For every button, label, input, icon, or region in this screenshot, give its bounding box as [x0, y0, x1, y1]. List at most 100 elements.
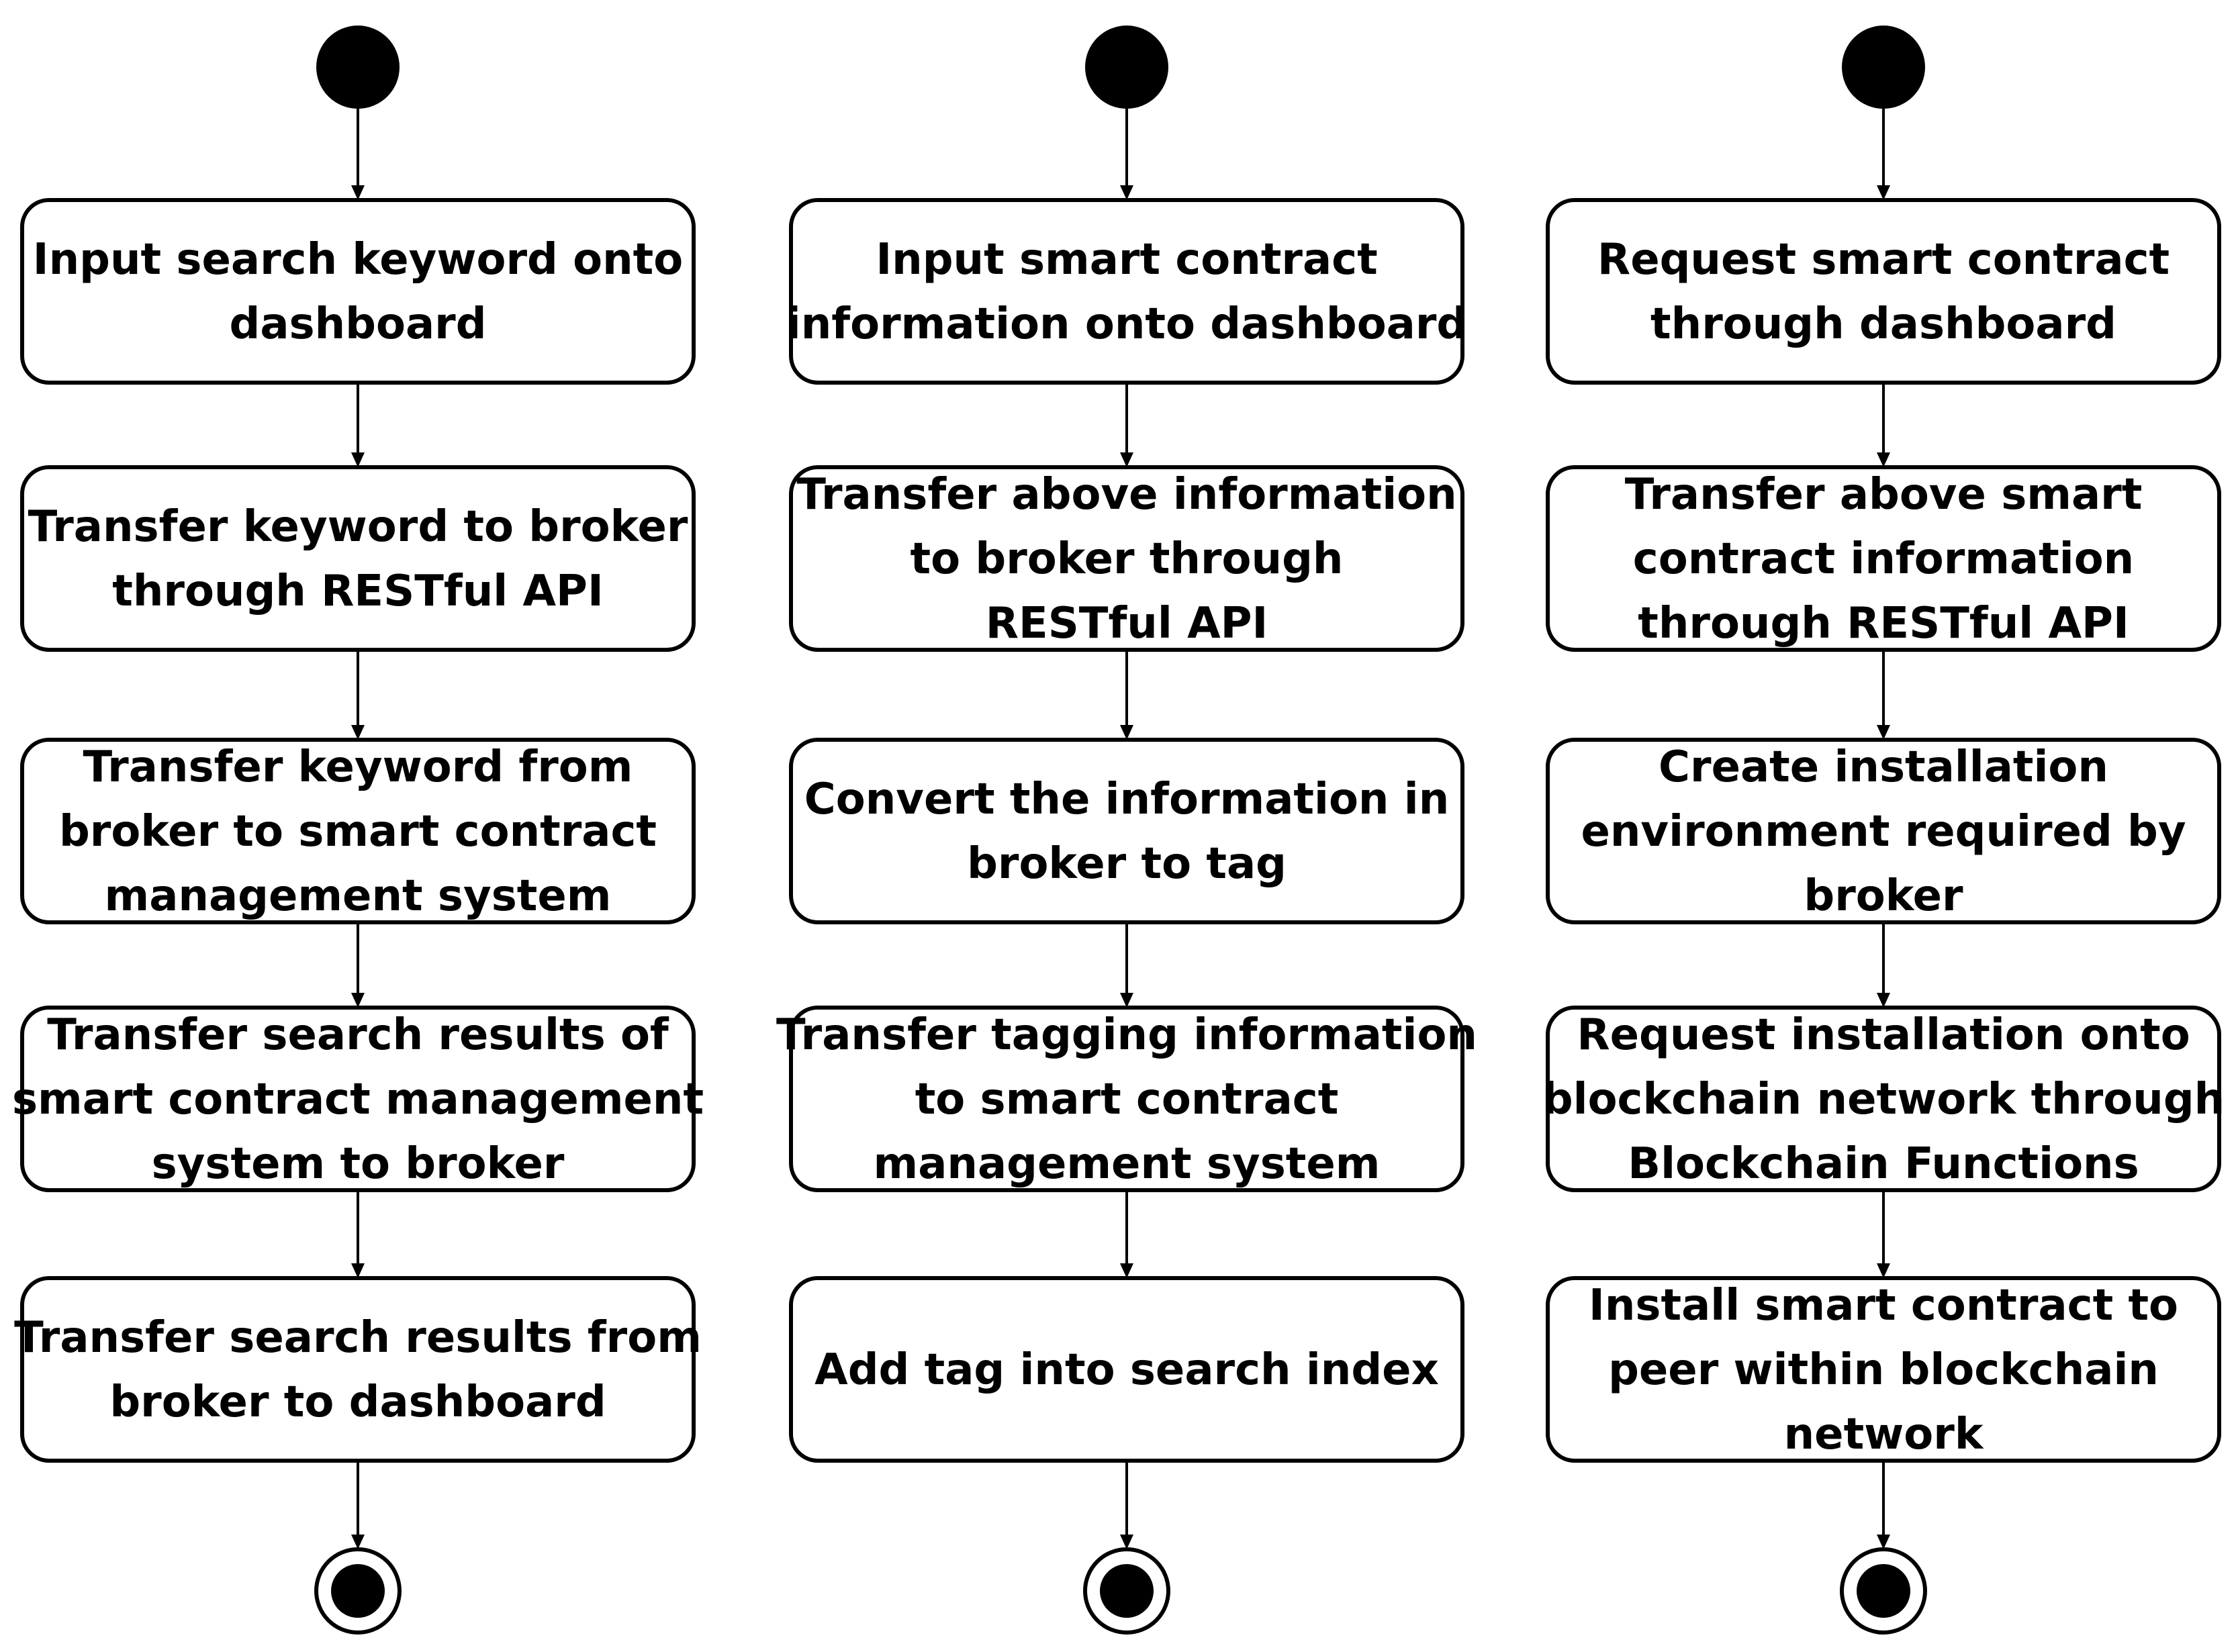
activity-box: [1546, 465, 2221, 652]
arrow-search-2-arrowhead: [351, 725, 365, 740]
activity-label-line: Transfer keyword to broker: [28, 502, 688, 552]
arrow-tagging-2-arrowhead: [1120, 725, 1133, 740]
activity-label-line: through dashboard: [1650, 299, 2116, 349]
activity-box: [789, 738, 1464, 924]
activity-label-line: peer within blockchain: [1608, 1345, 2159, 1395]
activity-node-search-2: Transfer keyword to broker through RESTfu…: [20, 465, 696, 652]
arrow-tagging-1: [1120, 383, 1133, 467]
arrow-installation-start-arrowhead: [1877, 185, 1890, 200]
activity-box: [789, 1276, 1464, 1463]
final-node-dot: [331, 1564, 385, 1618]
activity-node-search-3: Transfer keyword from broker to smart con…: [20, 738, 696, 924]
initial-node-installation: [1842, 26, 1925, 109]
activity-label-line: environment required by: [1581, 807, 2186, 857]
activity-box: [1546, 1006, 2221, 1192]
activity-node-installation-2: Transfer above smart contract information…: [1546, 465, 2221, 652]
activity-label-line: network: [1784, 1410, 1984, 1459]
arrow-installation-start: [1877, 109, 1890, 200]
arrow-tagging-1-arrowhead: [1120, 452, 1133, 467]
arrow-tagging-2: [1120, 650, 1133, 740]
arrow-installation-4-arrowhead: [1877, 1263, 1890, 1278]
activity-box: [20, 738, 696, 924]
activity-label-line: management system: [874, 1139, 1381, 1189]
edges: [351, 109, 1890, 1549]
arrow-installation-2: [1877, 650, 1890, 740]
activity-label-line: Add tag into search index: [814, 1345, 1439, 1395]
arrow-tagging-start: [1120, 109, 1133, 200]
arrow-tagging-start-arrowhead: [1120, 185, 1133, 200]
arrow-installation-4: [1877, 1190, 1890, 1278]
activity-label-line: Install smart contract to: [1589, 1281, 2178, 1330]
activity-label-line: Input smart contract: [876, 235, 1377, 285]
activity-label-line: management system: [105, 871, 612, 921]
arrow-installation-2-arrowhead: [1877, 725, 1890, 740]
arrow-tagging-end-arrowhead: [1120, 1535, 1133, 1549]
activity-box: [1546, 738, 2221, 924]
arrow-installation-end-arrowhead: [1877, 1535, 1890, 1549]
arrow-tagging-4-arrowhead: [1120, 1263, 1133, 1278]
activity-box: [20, 1006, 696, 1192]
activity-label-line: broker to smart contract: [59, 807, 657, 857]
activity-label-line: to smart contract: [915, 1075, 1339, 1124]
arrow-search-start-arrowhead: [351, 185, 365, 200]
activity-label-line: broker: [1804, 871, 1963, 921]
activity-label-line: Transfer search results from: [14, 1313, 702, 1363]
activity-label-line: blockchain network through: [1542, 1075, 2225, 1124]
activity-label-line: Transfer above smart: [1625, 470, 2143, 520]
final-node-dot: [1100, 1564, 1154, 1618]
arrow-tagging-3: [1120, 922, 1133, 1008]
arrow-search-1: [351, 383, 365, 467]
activity-node-search-4: Transfer search results of smart contract…: [12, 1006, 704, 1192]
arrow-installation-3: [1877, 922, 1890, 1008]
final-node-installation: [1840, 1547, 1927, 1635]
activity-label-line: system to broker: [152, 1139, 565, 1189]
activity-label-line: broker to tag: [967, 839, 1287, 889]
activity-node-tagging-3: Convert the information in broker to tag: [789, 738, 1464, 924]
activity-box: [789, 1006, 1464, 1192]
initial-node-search: [316, 26, 400, 109]
arrow-tagging-4: [1120, 1190, 1133, 1278]
activity-box: [1546, 198, 2221, 385]
activity-box: [20, 465, 696, 652]
activity-label-line: through RESTful API: [1638, 599, 2129, 648]
activity-label-line: Transfer search results of: [47, 1010, 669, 1060]
arrow-search-3: [351, 922, 365, 1008]
activity-label-line: information onto dashboard: [786, 299, 1467, 349]
arrow-search-2: [351, 650, 365, 740]
activity-label-line: Input search keyword onto: [33, 235, 683, 285]
activity-label-line: Convert the information in: [804, 775, 1450, 824]
final-node-dot: [1857, 1564, 1910, 1618]
activity-label-line: Create installation: [1659, 742, 2108, 792]
arrow-installation-end: [1877, 1461, 1890, 1549]
activity-label-line: Request installation onto: [1577, 1010, 2190, 1060]
final-node-search: [314, 1547, 402, 1635]
activity-label-line: contract information: [1633, 534, 2134, 584]
nodes: Input search keyword onto dashboardTransf…: [12, 26, 2225, 1635]
initial-node-tagging: [1085, 26, 1168, 109]
arrow-installation-3-arrowhead: [1877, 993, 1890, 1008]
activity-label-line: dashboard: [230, 299, 487, 349]
arrow-tagging-end: [1120, 1461, 1133, 1549]
arrow-search-1-arrowhead: [351, 452, 365, 467]
activity-box: [20, 198, 696, 385]
arrow-search-4: [351, 1190, 365, 1278]
arrow-search-end: [351, 1461, 365, 1549]
arrow-search-start: [351, 109, 365, 200]
activity-label-line: RESTful API: [986, 599, 1268, 648]
activity-label-line: Transfer above information: [796, 470, 1456, 520]
activity-label-line: Transfer keyword from: [83, 742, 633, 792]
activity-label-line: smart contract management: [12, 1075, 704, 1124]
activity-box: [1546, 1276, 2221, 1463]
activity-node-installation-5: Install smart contract to peer within blo…: [1546, 1276, 2221, 1463]
activity-node-search-1: Input search keyword onto dashboard: [20, 198, 696, 385]
activity-node-installation-3: Create installation environment required …: [1546, 738, 2221, 924]
activity-box: [20, 1276, 696, 1463]
arrow-installation-1: [1877, 383, 1890, 467]
activity-node-tagging-1: Input smart contract information onto das…: [786, 198, 1467, 385]
arrow-search-end-arrowhead: [351, 1535, 365, 1549]
activity-label-line: through RESTful API: [112, 567, 604, 616]
